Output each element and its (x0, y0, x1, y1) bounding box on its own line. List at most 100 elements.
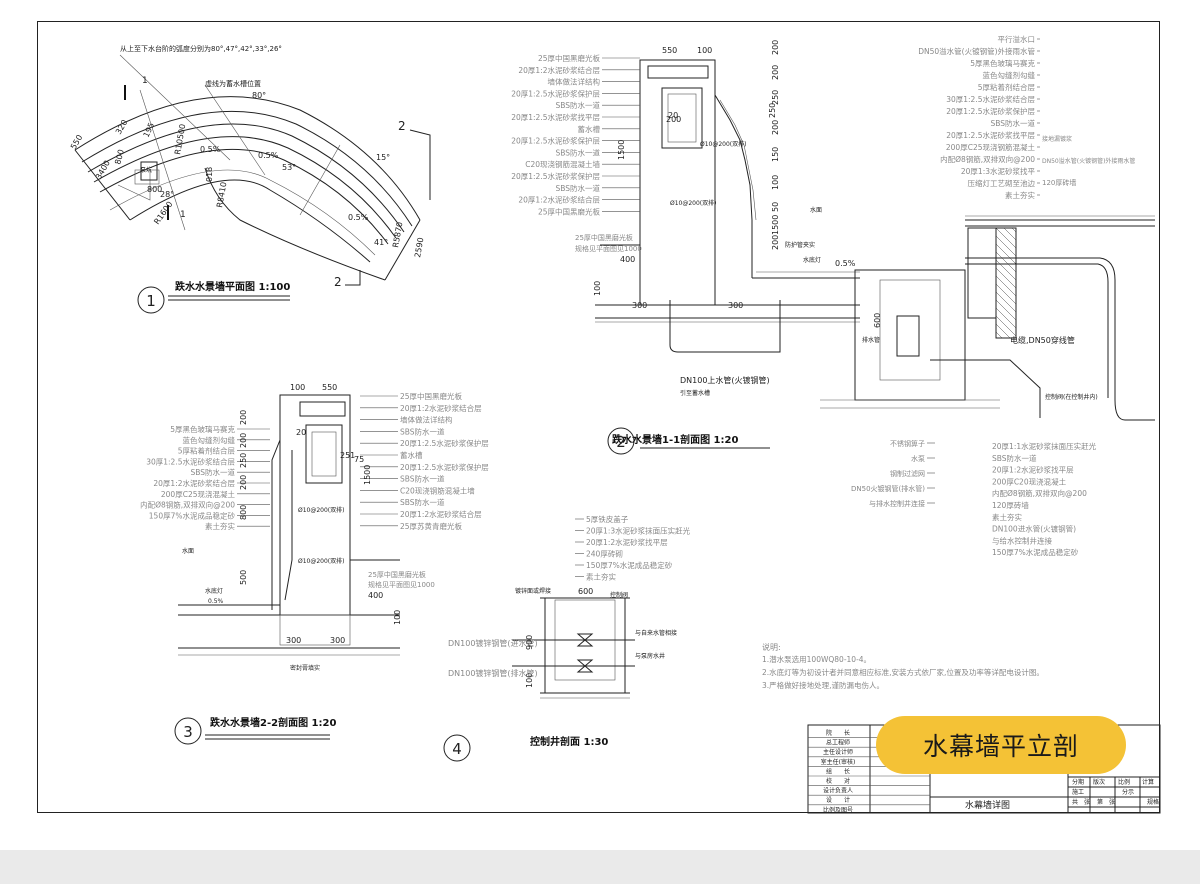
text-label: 20 (668, 111, 678, 120)
text-label: 20厚1:2水泥砂浆结合层 (518, 195, 600, 205)
text-label: 1 (180, 210, 186, 220)
text-label: 100 (393, 610, 402, 625)
title-badge: 水幕墙平立剖 (876, 716, 1126, 774)
text-label: 500 (239, 570, 248, 585)
text-label: 600 (873, 313, 882, 328)
text-label: 400 (368, 591, 383, 600)
text-label: 电缆,DN50穿线管 (1010, 335, 1075, 345)
text-label: 20厚1:2.5水泥砂浆找平层 (511, 112, 600, 122)
text-label: 素土夯实 (1005, 190, 1035, 200)
text-label: 5厚黑色玻璃马赛克 (170, 424, 235, 434)
text-label: 53° (282, 163, 296, 172)
text-label: 平行溢水口 (998, 34, 1036, 44)
text-label: 250 (768, 103, 777, 118)
text-label: C20现浇钢筋混凝土墙 (400, 485, 475, 495)
text-label: 内配Ø8钢筋,双排双向@200 (940, 154, 1035, 164)
s11-storage-tank (661, 87, 703, 149)
plan-arc-1 (74, 96, 421, 221)
text-label: 与给水控制井连接 (992, 535, 1052, 545)
plan-caption: 跌水水景墙平面图 1:100 (175, 280, 290, 293)
text-label: 组 长 (826, 767, 850, 775)
s11-caption: 跌水水景墙1-1剖面图 1:20 (612, 433, 738, 446)
text-label: 400 (620, 255, 635, 264)
s11-wall (639, 59, 716, 306)
text-label: 20厚1:2水泥砂浆结合层 (518, 65, 600, 75)
text-label: 水底灯 (205, 587, 223, 595)
text-label: 25厚中国黑磨光板 (575, 233, 633, 242)
text-label: R8410 (215, 181, 228, 208)
text-label: SBS防水一道 (190, 467, 235, 477)
text-label: SBS防水一道 (555, 100, 600, 110)
text-label: 800 (239, 505, 248, 520)
text-label: 规格 (1147, 798, 1159, 806)
text-label: Ø10@200(双排) (298, 506, 345, 514)
text-label: SBS防水一道 (990, 118, 1035, 128)
text-label: SBS防水一道 (400, 497, 445, 507)
paper-sheet: 1 跌水水景墙平面图 1:100 从上至下水台阶的弧度分别为80°,47°,42… (0, 0, 1200, 850)
text-label: 550 (662, 46, 677, 55)
text-label: 195 (142, 121, 157, 139)
text-label: 20厚1:2水泥砂浆结合层 (400, 403, 482, 413)
text-label: 与自来水管相接 (635, 629, 677, 637)
well-caption: 控制井剖面 1:30 (530, 735, 608, 748)
text-label: 蓝色勾缝剂勾缝 (983, 70, 1036, 80)
text-label: 25厚中国黑磨光板 (538, 206, 601, 216)
text-label: 水面 (810, 206, 822, 214)
text-label: 250 (771, 90, 780, 105)
drawing-title: 水幕墙详图 (965, 799, 1010, 811)
text-label: 200 (771, 235, 780, 250)
text-label: 5厚粘着剂结合层 (178, 446, 236, 456)
text-label: 水底灯 (803, 256, 821, 264)
text-label: 密封膏填实 (290, 664, 320, 672)
text-label: 内配Ø8钢筋,双排双向@200 (992, 488, 1087, 498)
s11-misc-labels: 水面防护管夹实水底灯排水管Ø10@200(双排)Ø10@200(双排)电缆,DN… (670, 140, 1098, 401)
text-label: 说明: (762, 642, 781, 652)
text-label: 比例及图号 (823, 806, 853, 814)
text-label: 版次 (1093, 778, 1105, 786)
text-label: 设 计 (826, 796, 850, 804)
text-label: 550 (322, 383, 337, 392)
text-label: 25厚苏黄青磨光板 (400, 521, 463, 531)
text-label: 800 (113, 148, 126, 165)
text-label: 41° (374, 238, 388, 247)
text-label: 200 (239, 410, 248, 425)
text-label: R5870 (391, 221, 404, 248)
text-label: SBS防水一道 (555, 183, 600, 193)
text-label: 2 (334, 275, 342, 289)
plan-marker-number: 1 (146, 292, 156, 310)
text-label: 100 (771, 175, 780, 190)
s22-right-notes: 25厚中国黑磨光板20厚1:2水泥砂浆结合层墙体做法详结构SBS防水一道20厚1… (360, 391, 489, 531)
text-label: 20厚1:3水泥砂浆找平 (961, 166, 1036, 176)
text-label: 内配Ø8钢筋,双排双向@200 (140, 500, 235, 510)
plan-arc-note: 从上至下水台阶的弧度分别为80°,47°,42°,33°,26° (120, 44, 282, 53)
s22-storage-tank (305, 424, 343, 484)
text-label: 0.5% (208, 598, 224, 605)
text-label: 蓝色勾缝剂勾缝 (183, 435, 236, 445)
text-label: 5厚铁皮盖子 (586, 514, 629, 524)
text-label: 2.水底灯等为初设计者并同意相应标准,安装方式依厂家,位置及功率等详配电设计图。 (762, 667, 1044, 677)
text-label: 第 张 (1097, 798, 1115, 806)
text-label: 600 (578, 587, 593, 596)
text-label: 分示 (1122, 788, 1134, 796)
text-label: 120厚砖墙 (992, 500, 1029, 510)
text-label: 250 (239, 453, 248, 468)
text-label: 2 (398, 119, 406, 133)
text-label: 与排水控制井连接 (869, 499, 925, 508)
text-label: C20现浇钢筋混凝土墙 (525, 159, 600, 169)
text-label: 校 对 (826, 777, 850, 785)
text-label: 018 (205, 167, 214, 182)
text-label: Ø10@200(双排) (700, 140, 747, 148)
s11-left-notes: 25厚中国黑磨光板20厚1:2水泥砂浆结合层墙体做法详结构20厚1:2.5水泥砂… (511, 53, 640, 216)
text-label: 150厚7%水泥成品稳定砂 (992, 547, 1079, 557)
s11-pit-notes: 不锈钢箅子水泵钢制过滤网DN50火镀钢管(排水管)与排水控制井连接20厚1:1水… (851, 439, 1097, 557)
text-label: 素土夯实 (205, 521, 235, 531)
text-label: DN50火镀钢管(排水管) (851, 484, 925, 493)
text-label: 20厚1:2水泥砂浆结合层 (153, 478, 235, 488)
text-label: 240厚砖砌 (586, 549, 623, 559)
text-label: 设计负责人 (823, 787, 853, 795)
text-label: 水面 (182, 547, 194, 555)
s11-pump-pit (854, 269, 966, 401)
text-label: 1500 (363, 465, 372, 485)
